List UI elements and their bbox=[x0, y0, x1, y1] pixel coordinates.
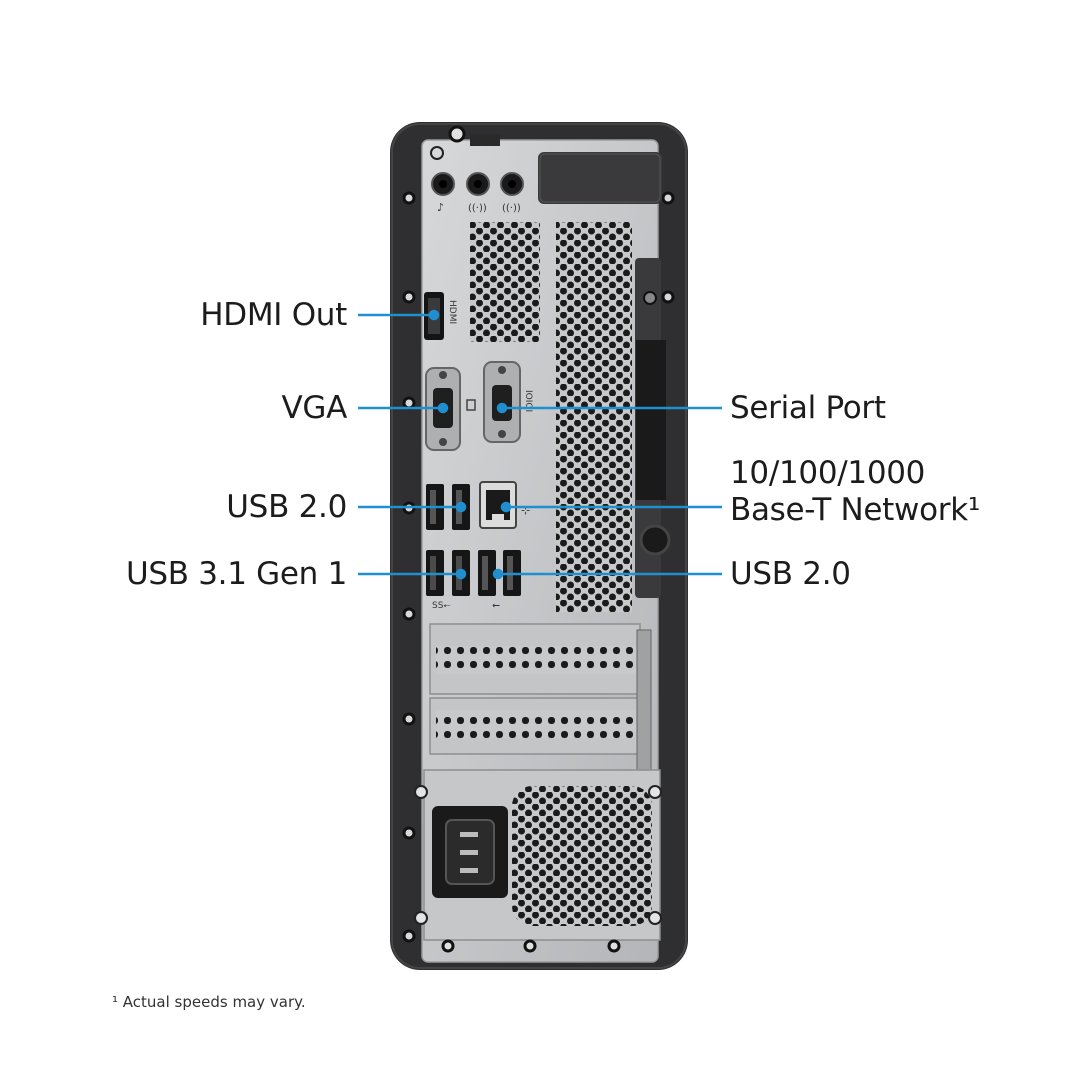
footnote: ¹ Actual speeds may vary. bbox=[112, 993, 306, 1011]
audio-in-icon: ((·)) bbox=[502, 203, 521, 214]
power-inlet[interactable] bbox=[432, 806, 508, 898]
top-cover bbox=[538, 152, 662, 204]
callout-lines bbox=[358, 309, 722, 580]
expansion-slots bbox=[429, 623, 652, 771]
usb-icon: ⭠ bbox=[492, 600, 500, 611]
callout-usb31: USB 3.1 Gen 1 bbox=[125, 556, 347, 592]
callout-usb20-left: USB 2.0 bbox=[226, 489, 347, 525]
hdmi-mark: HDMI bbox=[447, 300, 457, 324]
network-icon: ⊹ bbox=[521, 504, 530, 517]
latch bbox=[470, 134, 500, 146]
network-port[interactable]: ⊹ bbox=[479, 481, 530, 529]
audio-jacks: ♪ ((·)) ((·)) bbox=[430, 146, 524, 214]
audio-out-icon: ((·)) bbox=[468, 203, 487, 214]
superspeed-usb-icon: SS⭠ bbox=[432, 601, 451, 611]
psu-vent bbox=[512, 786, 652, 926]
thumb-screw bbox=[448, 125, 466, 143]
callout-network-line1: 10/100/1000 bbox=[730, 455, 926, 491]
callout-network-line2: Base-T Network¹ bbox=[730, 492, 980, 528]
callout-serial-port: Serial Port bbox=[730, 390, 886, 426]
chassis-bevel bbox=[391, 123, 687, 969]
psu-screws bbox=[414, 785, 662, 925]
vent-right-tall bbox=[556, 222, 632, 612]
callout-usb20-right: USB 2.0 bbox=[730, 556, 851, 592]
ground-screw bbox=[639, 524, 671, 556]
bottom-screws bbox=[441, 939, 621, 953]
callout-hdmi-out: HDMI Out bbox=[200, 297, 347, 333]
serial-mark: IOIOI bbox=[523, 390, 533, 412]
microphone-icon: ♪ bbox=[437, 201, 444, 214]
callout-vga: VGA bbox=[281, 390, 347, 426]
vent-upper-left bbox=[470, 222, 540, 342]
